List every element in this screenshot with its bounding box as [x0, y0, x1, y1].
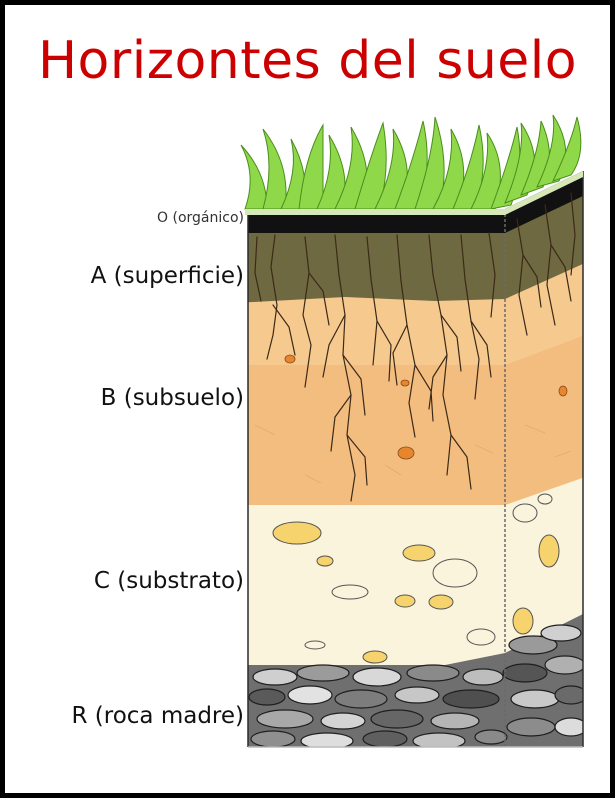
- rock-icon: [288, 686, 332, 704]
- pebble-icon: [513, 504, 537, 522]
- rock-icon: [257, 710, 313, 728]
- horizon-label-r: R (roca madre): [71, 703, 244, 729]
- soil-profile-diagram: [5, 5, 610, 793]
- pebble-icon: [433, 559, 477, 587]
- soil-block: [235, 163, 595, 765]
- rock-icon: [555, 718, 587, 736]
- horizon-label-a: A (superficie): [91, 263, 244, 289]
- rock-icon: [251, 731, 295, 747]
- rock-icon: [249, 689, 285, 705]
- horizon-label-b: B (subsuelo): [101, 385, 244, 411]
- pebble-icon: [305, 641, 325, 649]
- pebble-icon: [539, 535, 559, 567]
- rock-icon: [335, 690, 387, 708]
- pebble-icon: [467, 629, 495, 645]
- rock-icon: [463, 669, 503, 685]
- rock-icon: [511, 690, 559, 708]
- rock-icon: [395, 687, 439, 703]
- rock-icon: [253, 669, 297, 685]
- pebble-icon: [538, 494, 552, 504]
- rock-icon: [503, 664, 547, 682]
- rock-icon: [443, 690, 499, 708]
- horizon-label-c: C (substrato): [94, 568, 244, 594]
- pebble-icon: [398, 447, 414, 459]
- rock-icon: [507, 718, 555, 736]
- rock-icon: [431, 713, 479, 729]
- rock-icon: [353, 668, 401, 686]
- rock-icon: [321, 713, 365, 729]
- pebble-icon: [395, 595, 415, 607]
- pebble-icon: [332, 585, 368, 599]
- rock-icon: [297, 665, 349, 681]
- pebble-icon: [401, 380, 409, 386]
- pebble-icon: [273, 522, 321, 544]
- rock-icon: [555, 686, 587, 704]
- rock-icon: [371, 710, 423, 728]
- pebble-icon: [513, 608, 533, 634]
- pebble-icon: [429, 595, 453, 609]
- pebble-icon: [285, 355, 295, 363]
- pebble-icon: [363, 651, 387, 663]
- rock-icon: [545, 656, 585, 674]
- pebble-icon: [403, 545, 435, 561]
- rock-icon: [475, 730, 507, 744]
- grass-icon: [241, 115, 581, 209]
- pebble-icon: [559, 386, 567, 396]
- pebble-icon: [317, 556, 333, 566]
- horizon-label-o: O (orgánico): [157, 210, 244, 226]
- rock-icon: [363, 731, 407, 747]
- rock-icon: [541, 625, 581, 641]
- rock-icon: [407, 665, 459, 681]
